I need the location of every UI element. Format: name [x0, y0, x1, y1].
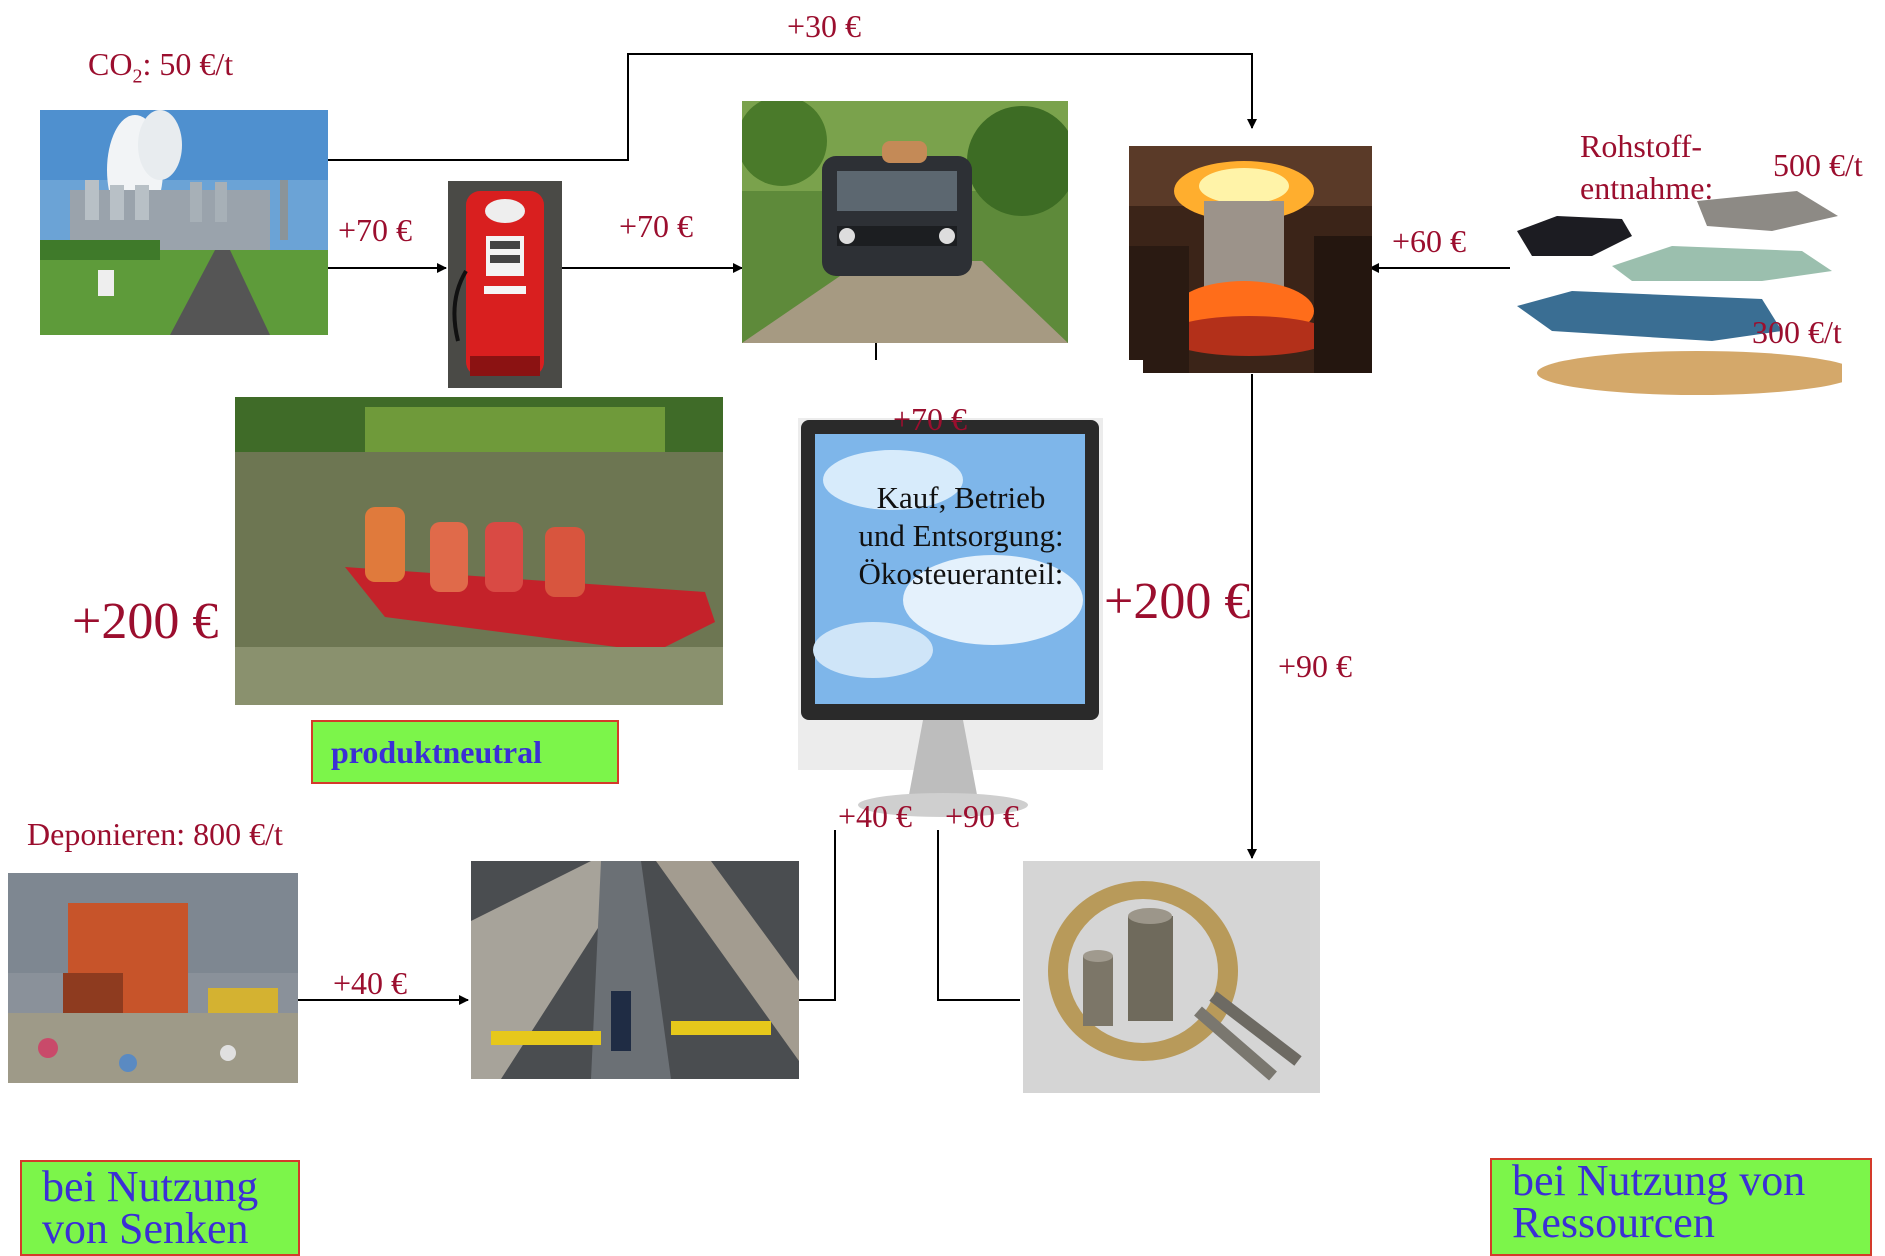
produktneutral-text: produktneutral: [331, 734, 543, 770]
ressourcen-box: bei Nutzung von Ressourcen: [1490, 1158, 1872, 1256]
gas-pump-photo: [448, 181, 562, 388]
power-plant-photo: [40, 110, 328, 335]
arrow-recycling-to-monitor: [799, 764, 840, 1001]
monitor-caption-line-1: Kauf, Betrieb: [876, 480, 1046, 515]
resources-to-smelter-label: +60 €: [1392, 223, 1467, 259]
top-flow-label: +30 €: [787, 8, 862, 44]
car-to-monitor-label: +70 €: [893, 401, 968, 437]
co2-subscript: 2: [132, 65, 143, 88]
co2-price-label: CO2: 50 €/t: [88, 48, 233, 86]
produktneutral-box: produktneutral: [311, 720, 619, 784]
monitor-total-label: +200 €: [1104, 573, 1251, 630]
car-forest-photo: [742, 101, 1068, 343]
co2-text: CO: [88, 46, 133, 82]
canoe-photo: [235, 397, 797, 705]
arrow-parts-to-monitor: [933, 764, 1020, 1001]
smelter-to-parts-label: +90 €: [1278, 648, 1353, 684]
raw-materials-photo: [1512, 181, 1842, 396]
monitor-photo: [723, 360, 1143, 830]
senken-box: bei Nutzung von Senken: [20, 1160, 300, 1256]
monitor-caption: Kauf, Betrieb und Entsorgung: Ökosteuera…: [826, 479, 1096, 593]
deponieren-label: Deponieren: 800 €/t: [27, 816, 283, 852]
rohstoff-label-1: Rohstoff-: [1580, 128, 1703, 164]
rohstoff-label-2: entnahme:: [1580, 170, 1714, 206]
price-500-label: 500 €/t: [1773, 147, 1863, 183]
monitor-caption-line-2: und Entsorgung:: [858, 518, 1064, 553]
landfill-to-recycling-label: +40 €: [333, 965, 408, 1001]
arrow-plant-to-smelter: [327, 53, 1257, 161]
pump-to-car-label: +70 €: [619, 208, 694, 244]
price-300-label: 300 €/t: [1752, 314, 1842, 350]
senken-line-2: von Senken: [42, 1204, 249, 1253]
co2-price-text: : 50 €/t: [142, 46, 234, 82]
parts-to-monitor-label: +90 €: [945, 798, 1020, 834]
smelter-photo: [1129, 146, 1372, 373]
ressourcen-line-1: bei Nutzung von: [1512, 1156, 1806, 1205]
plant-to-pump-label: +70 €: [338, 212, 413, 248]
recycling-plant-photo: [471, 861, 799, 1079]
senken-line-1: bei Nutzung: [42, 1162, 259, 1211]
landfill-photo: [8, 873, 298, 1083]
left-total-label: +200 €: [72, 593, 219, 650]
ressourcen-line-2: Ressourcen: [1512, 1198, 1715, 1247]
bronze-parts-photo: [1023, 861, 1320, 1093]
recycling-to-monitor-label: +40 €: [838, 798, 913, 834]
monitor-caption-line-3: Ökosteueranteil:: [858, 556, 1064, 591]
